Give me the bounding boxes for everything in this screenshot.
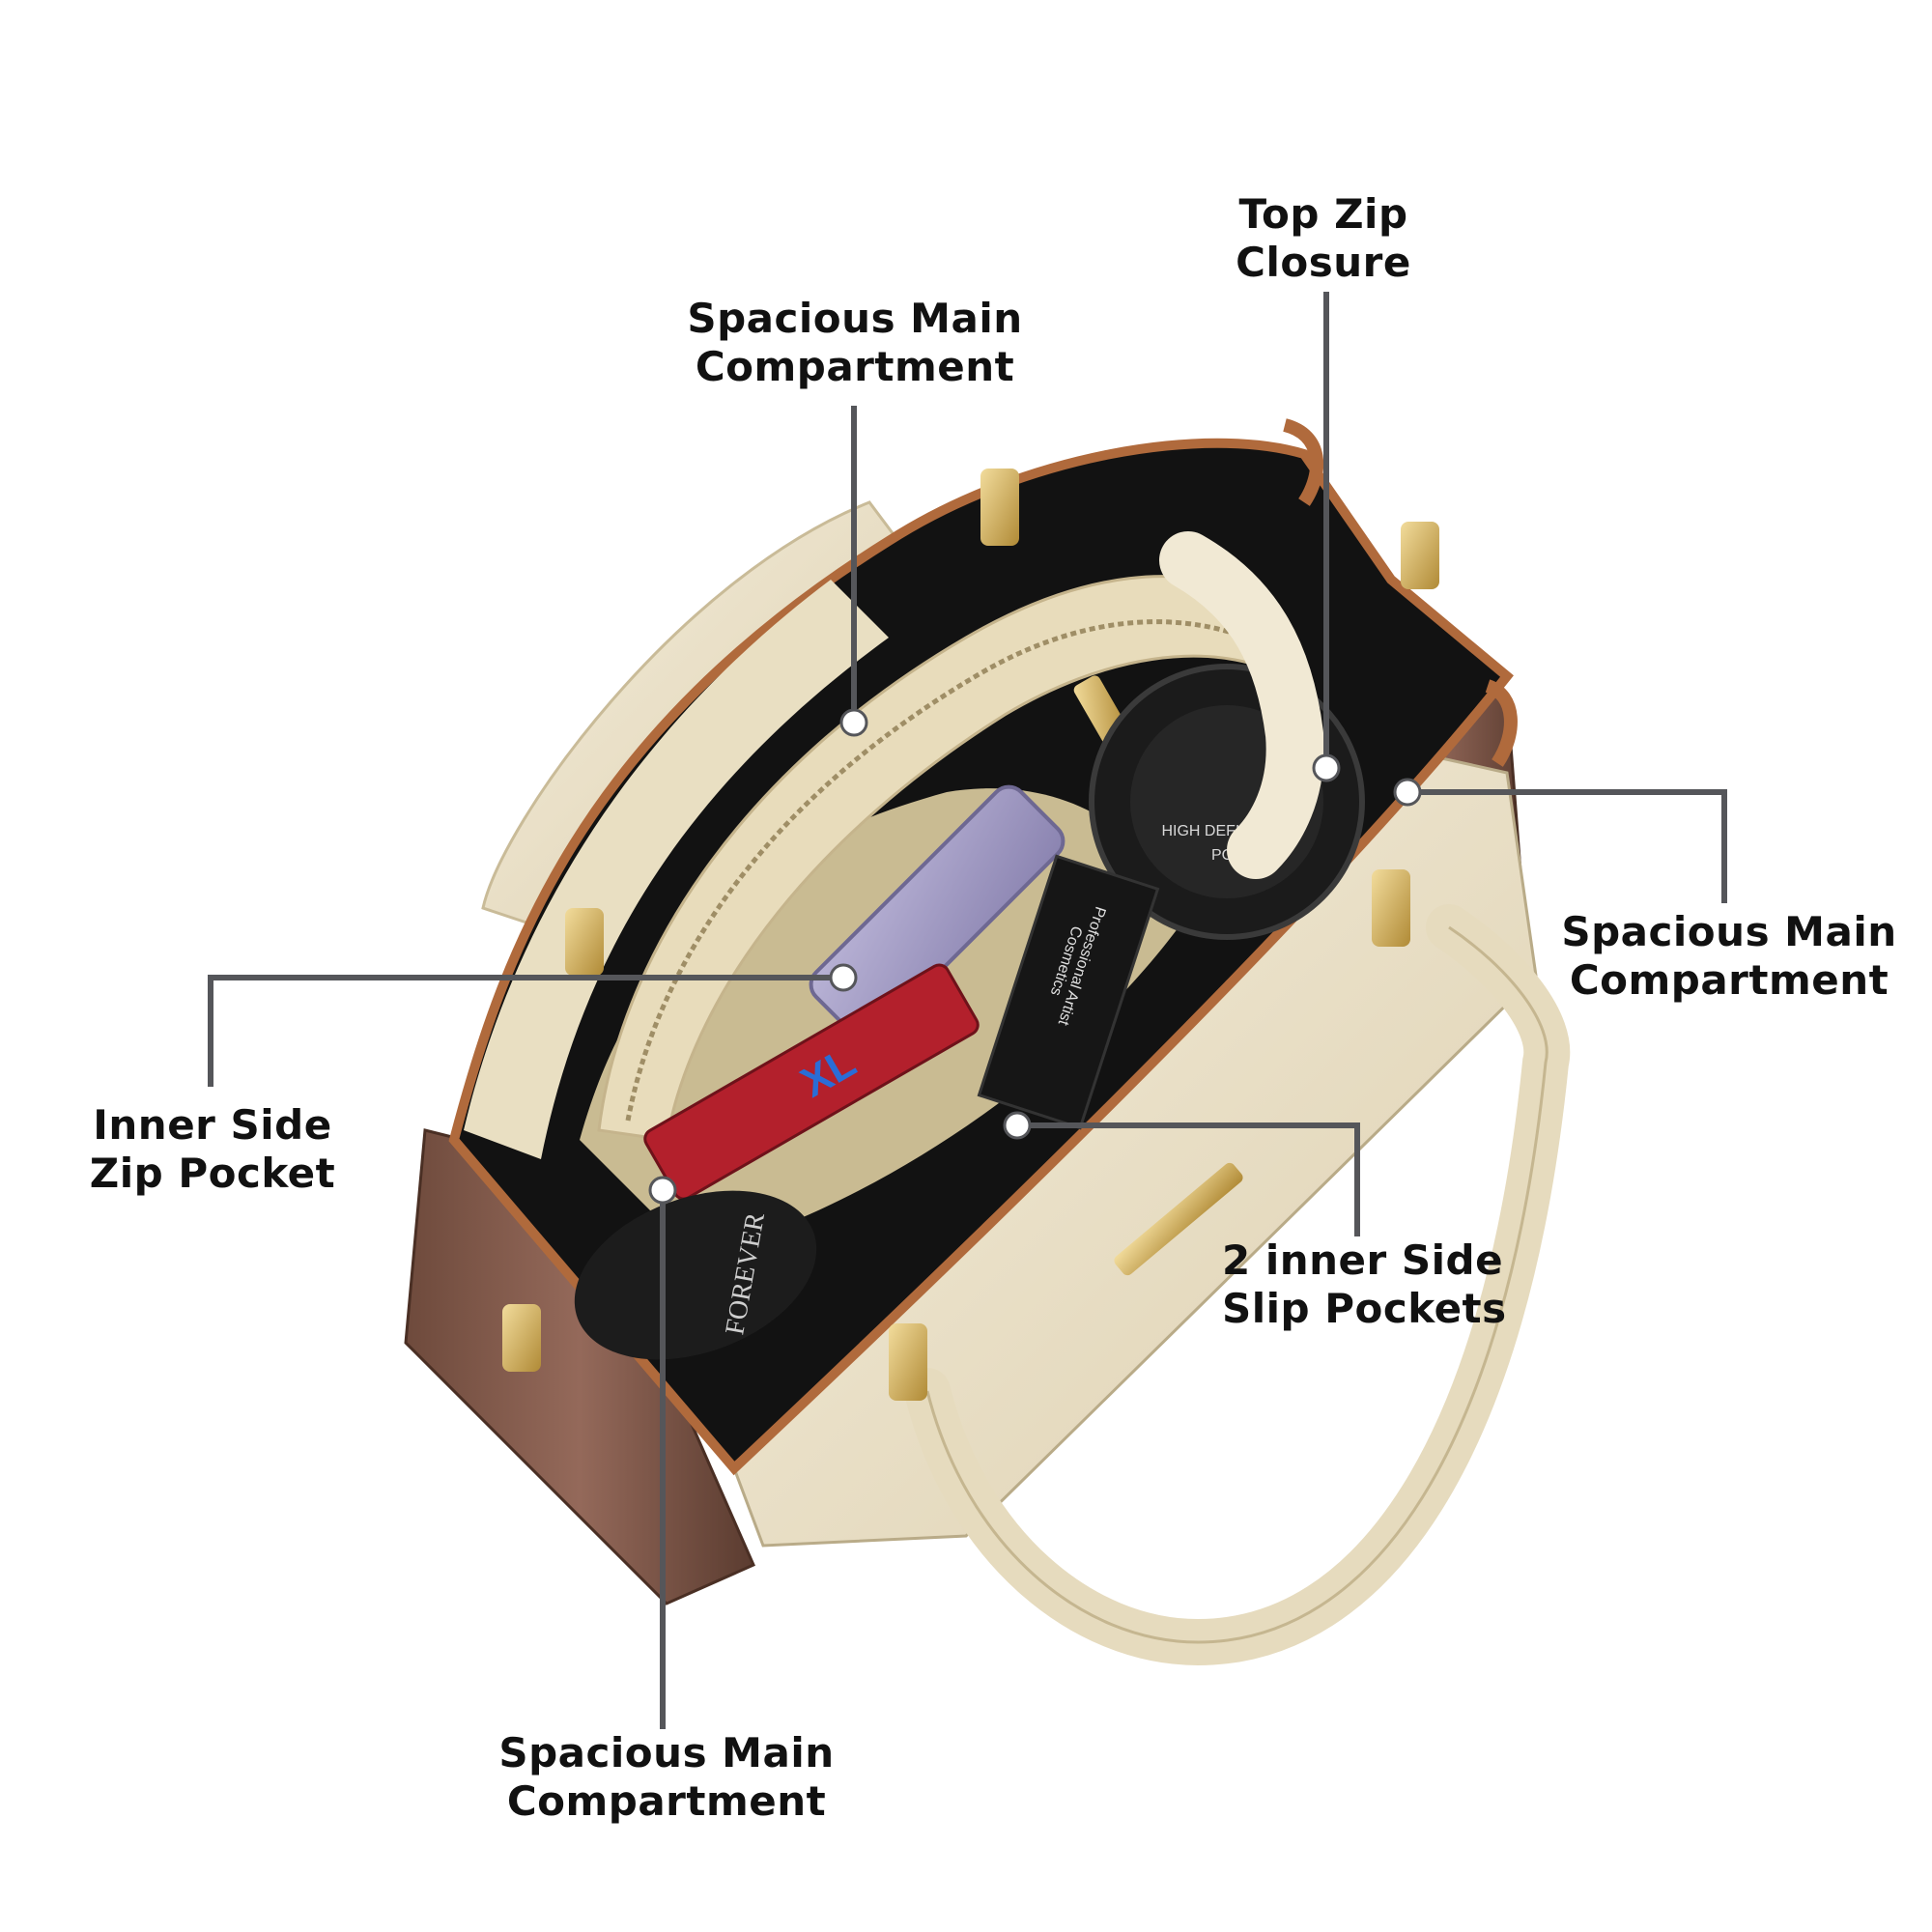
callout-line: Spacious Main [687,295,1023,342]
compact-item: FOREVER [574,1190,817,1360]
dot-top-zip [1312,753,1341,782]
callout-line: Closure [1236,239,1411,286]
callout-inner-side-zip-pocket: Inner Side Zip Pocket [53,1101,372,1198]
bag-inner-wall-left [464,580,889,1159]
leader-line-main-right [1407,789,1727,903]
front-handle [904,904,1571,1666]
dot-zip-pocket [829,963,858,992]
top-zip-strip [1159,531,1324,879]
callout-top-zip-closure: Top Zip Closure [1188,190,1459,287]
leader-line-zip-pocket [208,975,843,1087]
callout-main-compartment-right: Spacious Main Compartment [1536,908,1922,1005]
dot-slip-pockets [1003,1111,1032,1140]
callout-line: Compartment [1569,956,1889,1004]
leader-dots [648,708,1422,1205]
callout-line: Compartment [506,1777,827,1825]
leader-lines [208,292,1727,1729]
callout-line: Top Zip [1238,190,1408,238]
callout-line: Spacious Main [1561,908,1897,955]
callout-main-compartment-bottom: Spacious Main Compartment [483,1729,850,1826]
callout-line: Inner Side [93,1101,332,1149]
leader-line-slip-pockets [1017,1122,1360,1236]
callout-line: Zip Pocket [89,1150,336,1197]
callout-line: Slip Pockets [1222,1285,1507,1332]
dot-main-right [1393,778,1422,807]
callout-line: Compartment [695,343,1015,390]
phone-item [809,784,1065,1041]
callout-slip-pockets: 2 inner Side Slip Pockets [1222,1236,1512,1333]
tan-trim-right [1485,679,1518,767]
callout-line: Spacious Main [498,1729,835,1776]
cosmetics-box-item: Professional Artist Cosmetics [977,854,1160,1130]
callout-main-compartment-top: Spacious Main Compartment [676,295,1034,391]
dot-main-top [839,708,868,737]
callout-line: 2 inner Side [1222,1236,1504,1284]
mascara-item: XL [643,963,980,1201]
gold-hardware [502,469,1439,1401]
dot-main-bottom [648,1176,677,1205]
tan-trim-top [1282,418,1323,506]
